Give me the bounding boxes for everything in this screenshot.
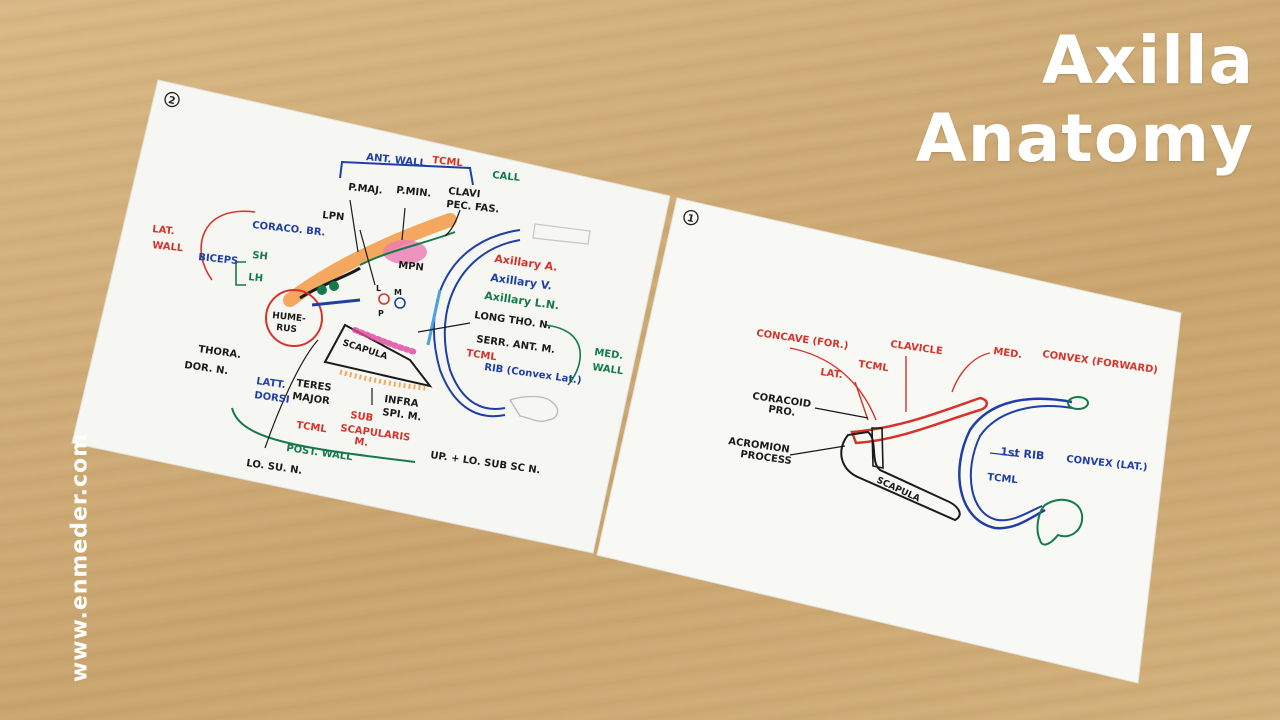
title-line-1: Axilla	[1041, 22, 1254, 99]
label-ant-tcml: TCML	[432, 155, 464, 169]
website-watermark: www.enmeder.com	[67, 432, 93, 683]
label-tcml-mid: TCML	[466, 348, 498, 363]
label-call: CALL	[492, 170, 521, 184]
label-sub-m: M.	[354, 436, 369, 449]
label-cord-m: M	[394, 288, 402, 297]
label-humerus-2: RUS	[276, 323, 298, 335]
label-lh: LH	[248, 272, 264, 284]
label-humerus-1: HUME-	[272, 311, 307, 324]
sheet-1: 1	[596, 197, 1182, 684]
label-latt: LATT.	[256, 376, 287, 391]
label-sh: SH	[252, 250, 269, 263]
label-lpn: LPN	[322, 210, 345, 223]
label-p-min: P.MIN.	[396, 185, 432, 200]
sheet-2-diagram	[200, 160, 591, 463]
label-lat: LAT.	[820, 367, 844, 381]
sheet-2: 2	[71, 79, 671, 554]
label-med: MED.	[993, 346, 1023, 361]
label-med-wall: WALL	[592, 362, 625, 377]
sheet-2-number: 2	[167, 95, 176, 107]
label-major: MAJOR	[292, 391, 331, 407]
label-tcml-post: TCML	[296, 420, 328, 435]
label-teres: TERES	[296, 378, 333, 394]
label-cord-l: L	[376, 284, 381, 293]
label-cord-p: P	[378, 309, 384, 318]
label-clavi: CLAVI	[448, 186, 481, 200]
label-tcml-top: TCML	[858, 359, 890, 374]
sheet-1-number: 1	[686, 213, 695, 225]
sheet-1-diagram	[789, 347, 1089, 546]
label-tcml: TCML	[987, 472, 1019, 486]
label-spi-m: SPI. M.	[382, 407, 422, 423]
label-p-maj: P.MAJ.	[348, 182, 383, 197]
label-coracoid-pro: PRO.	[768, 404, 796, 419]
label-lat-wall: WALL	[152, 240, 185, 254]
label-mpn: MPN	[398, 260, 425, 274]
label-dorsi: DORSI	[254, 390, 291, 406]
label-first-rib: 1st RIB	[1000, 445, 1045, 463]
label-sub: SUB	[350, 410, 374, 424]
label-lat: LAT.	[152, 224, 175, 237]
title-line-2: Anatomy	[915, 100, 1254, 177]
label-biceps: BICEPS	[198, 252, 239, 267]
label-infra: INFRA	[384, 394, 420, 410]
label-med: MED.	[594, 347, 624, 362]
